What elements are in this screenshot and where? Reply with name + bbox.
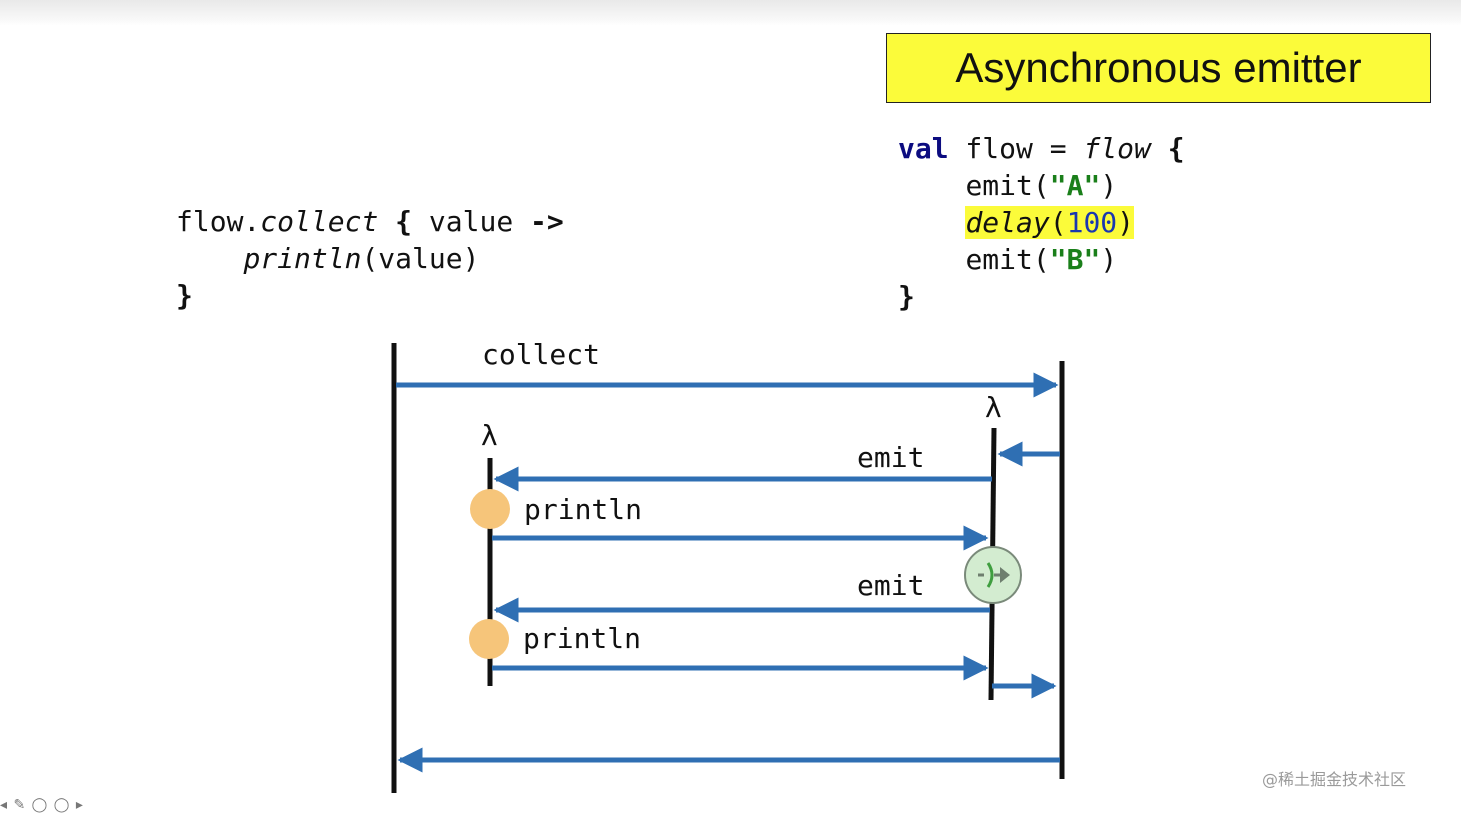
lambda-label-emitter: λ xyxy=(985,391,1002,424)
code-receiver: flow. xyxy=(176,205,261,238)
code-delay-fn: delay xyxy=(965,206,1050,239)
println-label-2: println xyxy=(523,622,642,655)
code-string-b: "B" xyxy=(1049,243,1101,276)
window-top-bar xyxy=(0,0,1461,26)
code-string-a: "A" xyxy=(1049,169,1101,202)
slide-title: Asynchronous emitter xyxy=(886,33,1431,103)
code-lambda-arrow: -> xyxy=(530,205,564,238)
code-delay-highlight: delay(100) xyxy=(965,206,1135,239)
emit-label-2: emit xyxy=(857,569,925,602)
watermark: @稀土掘金技术社区 xyxy=(1262,770,1407,789)
collect-label: collect xyxy=(482,338,601,371)
code-close-paren: ) xyxy=(1100,243,1118,276)
emitter-code: val flow = flow { emit("A") delay(100) e… xyxy=(898,130,1185,315)
code-flow-decl: flow = xyxy=(948,132,1084,165)
emit-label-1: emit xyxy=(857,441,925,474)
code-println-args: (value) xyxy=(361,242,480,275)
println-label-1: println xyxy=(524,493,643,526)
code-close-paren: ) xyxy=(1117,206,1135,239)
code-delay-value: 100 xyxy=(1066,206,1118,239)
code-emit-call: emit( xyxy=(965,169,1050,202)
code-collect-fn: collect xyxy=(260,205,379,238)
code-emit-call: emit( xyxy=(965,243,1050,276)
suspend-icon xyxy=(964,546,1022,604)
presentation-controls[interactable]: ◂ ✎ ◯ ◯ ▸ xyxy=(0,797,84,813)
code-open-paren: ( xyxy=(1049,206,1067,239)
code-flow-builder: flow xyxy=(1083,132,1151,165)
code-lambda-param: value xyxy=(412,205,531,238)
println-dot-icon xyxy=(470,489,510,529)
code-close-brace: } xyxy=(898,280,915,313)
code-open-brace: { xyxy=(395,205,413,238)
code-close-paren: ) xyxy=(1100,169,1118,202)
code-val-keyword: val xyxy=(898,132,949,165)
code-open-brace: { xyxy=(1167,132,1185,165)
code-println-fn: println xyxy=(243,242,362,275)
collector-code: flow.collect { value -> println(value) } xyxy=(176,203,564,314)
code-close-brace: } xyxy=(176,279,193,312)
println-dot-icon xyxy=(469,619,509,659)
lambda-label-collector: λ xyxy=(481,419,498,452)
